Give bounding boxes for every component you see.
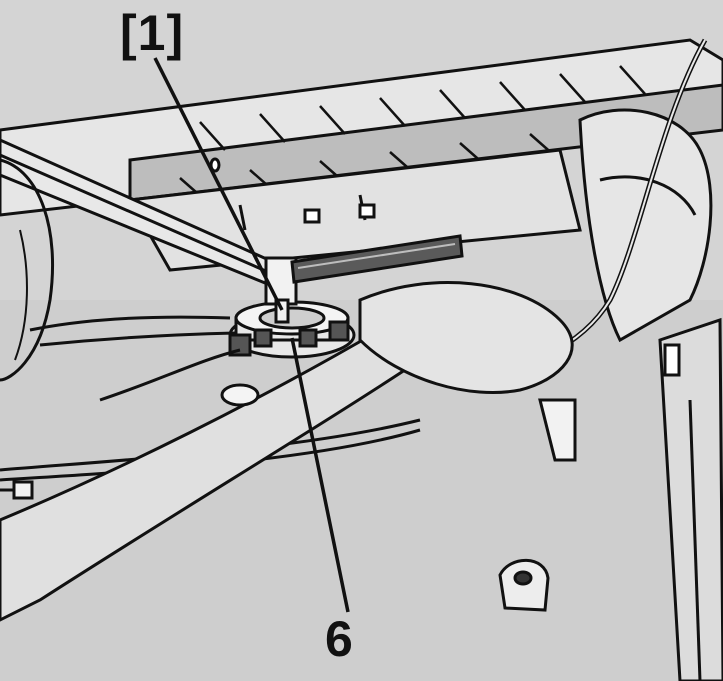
lower-panel bbox=[127, 148, 582, 272]
upper-crossmember bbox=[0, 38, 723, 217]
left-fender-inner bbox=[14, 229, 28, 361]
callout-label-1: [1] bbox=[120, 5, 185, 61]
center-component bbox=[358, 281, 577, 462]
callout-label-6: 6 bbox=[325, 611, 354, 667]
right-strut-tower bbox=[578, 108, 713, 343]
right-frame bbox=[658, 317, 723, 681]
small-clip bbox=[498, 558, 550, 612]
leader-line-6 bbox=[290, 337, 350, 613]
leader-line-1 bbox=[153, 57, 284, 311]
left-fender-edge bbox=[0, 158, 54, 382]
valve-body bbox=[228, 300, 356, 359]
left-connector bbox=[0, 480, 34, 500]
